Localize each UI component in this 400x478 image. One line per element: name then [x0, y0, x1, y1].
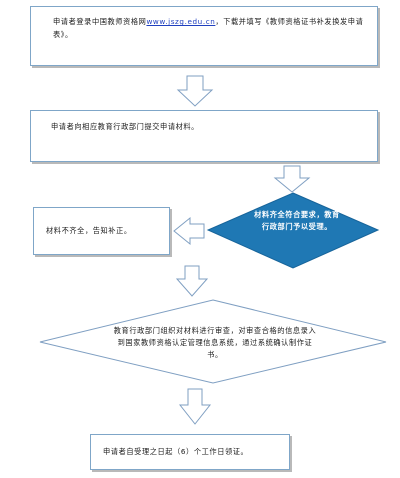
jszg-link[interactable]: www.jszg.edu.cn: [146, 17, 216, 26]
incomplete-text: 材料不齐全，告知补正。: [46, 226, 132, 235]
decision-review-diamond: [39, 299, 387, 384]
decision-check-diamond: [206, 192, 380, 269]
down-arrow-3: [175, 265, 209, 297]
review-decision-text: 教育行政部门组织对材料进行审查，对审查合格的信息录入到国家教师资格认定管理信息系…: [113, 326, 317, 359]
step-submit-box: 申请者向相应教育行政部门提交申请材料。: [30, 110, 378, 162]
receive-certificate-box: 申请者自受理之日起（6）个工作日领证。: [90, 434, 290, 470]
apply-online-suffix: ，下载并填写《教师资格证书补发换发申请表》。: [53, 17, 364, 39]
check-decision-text: 材料齐全符合要求，教育行政部门予以受理。: [254, 210, 340, 231]
step-apply-online-box: 申请者登录中国教师资格网www.jszg.edu.cn，下载并填写《教师资格证书…: [30, 6, 378, 66]
down-arrow-2: [273, 165, 311, 193]
down-arrow-1: [176, 75, 214, 107]
receive-text: 申请者自受理之日起（6）个工作日领证。: [103, 447, 249, 456]
down-arrow-4: [178, 388, 212, 425]
apply-online-prefix: 申请者登录中国教师资格网: [53, 17, 147, 26]
submit-text: 申请者向相应教育行政部门提交申请材料。: [51, 122, 199, 131]
left-arrow: [173, 216, 205, 246]
incomplete-box: 材料不齐全，告知补正。: [33, 207, 170, 255]
